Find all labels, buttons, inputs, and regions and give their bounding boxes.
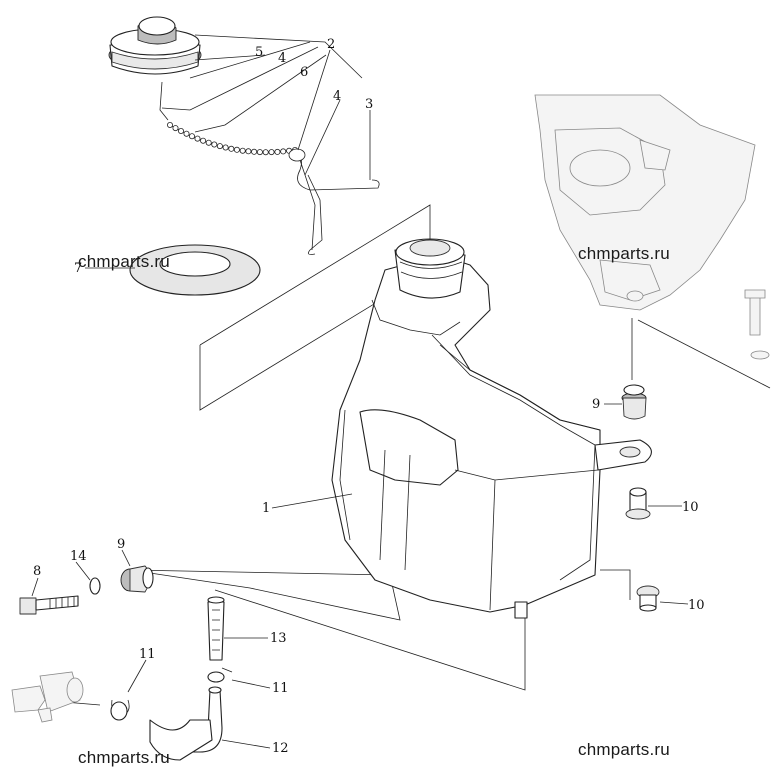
callout-13: 13 [270, 631, 287, 646]
washer-14 [89, 577, 101, 595]
callout-labels: 1 2 3 4 4 5 6 7 8 9 9 10 10 11 11 12 13 … [33, 37, 705, 756]
grommet-9-lower [120, 565, 154, 593]
chain-bead [183, 130, 190, 137]
callout-6: 6 [300, 65, 308, 80]
bushing-10-lower [636, 585, 660, 612]
gasket-ring [129, 244, 261, 296]
chain-bead [268, 149, 275, 156]
callout-4-lower: 4 [333, 89, 341, 104]
callout-9-right: 9 [592, 397, 600, 412]
bushing-10-upper [625, 487, 651, 520]
grommet-9-upper [621, 384, 647, 420]
chain-bead [172, 125, 179, 132]
chain-bead [280, 148, 287, 155]
bolt-and-washer-right [744, 289, 770, 360]
fuel-petcock [11, 671, 84, 723]
watermark-bottom-left: chmparts.ru [78, 748, 170, 767]
chain-bead [211, 141, 218, 148]
callout-12: 12 [272, 741, 289, 756]
clamp-11-left [110, 699, 130, 721]
callout-11-left: 11 [139, 647, 156, 662]
callout-1: 1 [262, 501, 270, 516]
chain-bead [188, 133, 195, 140]
clamp-11-right [207, 667, 233, 683]
chain-bead [228, 145, 235, 152]
chain-bead [262, 149, 269, 156]
callout-14: 14 [70, 549, 87, 564]
watermark-bottom-right: chmparts.ru [578, 740, 670, 759]
hook-spring [288, 148, 380, 255]
callout-2: 2 [327, 37, 335, 52]
chain-bead [222, 144, 229, 151]
chain-bead [166, 122, 173, 129]
engine-shroud [534, 94, 756, 311]
chain-bead [256, 149, 263, 156]
tether-chain [159, 81, 298, 156]
callout-8: 8 [33, 564, 41, 579]
fuel-filter-13 [207, 596, 225, 661]
callout-9-left: 9 [117, 537, 125, 552]
chain-bead [205, 139, 212, 146]
chain-bead [239, 147, 246, 154]
chain-bead [274, 148, 281, 155]
watermark-top-right: chmparts.ru [578, 244, 670, 263]
fuel-tank [331, 238, 652, 619]
chain-bead [177, 127, 184, 134]
callout-3: 3 [365, 97, 373, 112]
watermark-top-left: chmparts.ru [78, 252, 170, 271]
chain-bead [194, 135, 201, 142]
fuel-hose-12 [149, 686, 223, 761]
leader-lines [31, 34, 689, 749]
chain-bead [245, 148, 252, 155]
chain-bead [216, 143, 223, 150]
chain-bead [233, 146, 240, 153]
callout-11-right: 11 [272, 681, 289, 696]
callout-5: 5 [255, 45, 263, 60]
callout-10-lower: 10 [688, 598, 705, 613]
callout-4-upper: 4 [278, 51, 286, 66]
chain-bead [200, 137, 207, 144]
callout-7: 7 [74, 261, 82, 276]
fuel-cap [108, 16, 202, 75]
callout-10-upper: 10 [682, 500, 699, 515]
chain-bead [251, 148, 258, 155]
bolt-8 [19, 595, 79, 615]
